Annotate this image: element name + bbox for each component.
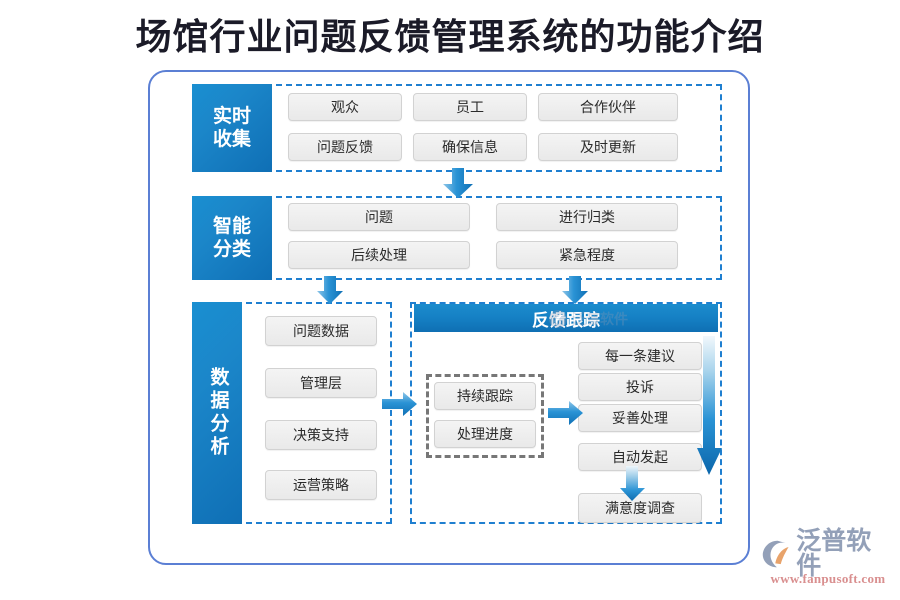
chip-collect-1[interactable]: 观众: [288, 93, 402, 121]
chip-analysis-1[interactable]: 问题数据: [265, 316, 377, 346]
section-classify-label-line1: 智能: [212, 215, 251, 237]
section-collect-label-line2: 收集: [212, 129, 251, 150]
arrow-right-group-to-stack: [548, 400, 584, 426]
chip-collect-2[interactable]: 员工: [413, 93, 527, 121]
brand-logo-icon: [762, 540, 789, 568]
chip-tracking-stack-3[interactable]: 妥善处理: [578, 404, 702, 432]
chip-collect-6[interactable]: 及时更新: [538, 133, 678, 161]
page-title: 场馆行业问题反馈管理系统的功能介绍: [135, 17, 765, 57]
chip-tracking-stack-1[interactable]: 每一条建议: [578, 342, 702, 370]
arrow-down-classify-to-tracking: [560, 276, 590, 304]
chip-collect-4[interactable]: 问题反馈: [288, 133, 402, 161]
arrow-down-auto-to-survey: [620, 466, 646, 502]
section-tracking-header: 反馈跟踪: [414, 304, 718, 332]
chip-tracking-stack-2[interactable]: 投诉: [578, 373, 702, 401]
brand-logo: 泛普软件 www.fanpusoft.com: [762, 529, 894, 590]
chip-collect-3[interactable]: 合作伙伴: [538, 93, 678, 121]
tracking-dashed-group-outline: [426, 374, 544, 458]
chip-collect-5[interactable]: 确保信息: [413, 133, 527, 161]
section-analysis-label-text: 数据分析: [207, 367, 229, 459]
chip-classify-3[interactable]: 后续处理: [288, 241, 470, 269]
chip-analysis-4[interactable]: 运营策略: [265, 470, 377, 500]
arrow-down-tracking-flow: [697, 336, 723, 476]
chip-tracking-stack-4[interactable]: 自动发起: [578, 443, 702, 471]
section-classify-label: 智能 分类: [192, 196, 272, 280]
chip-classify-1[interactable]: 问题: [288, 203, 470, 231]
section-classify-label-line2: 分类: [212, 239, 251, 260]
chip-analysis-2[interactable]: 管理层: [265, 368, 377, 398]
arrow-down-collect-to-classify: [441, 168, 475, 198]
arrow-down-classify-to-analysis: [315, 276, 345, 304]
section-tracking-outline: [410, 302, 722, 524]
chip-classify-4[interactable]: 紧急程度: [496, 241, 678, 269]
section-collect-label: 实时 收集: [192, 84, 272, 172]
chip-tracking-final[interactable]: 满意度调查: [578, 493, 702, 523]
chip-analysis-3[interactable]: 决策支持: [265, 420, 377, 450]
section-analysis-label: 数据分析: [192, 302, 242, 524]
brand-logo-name: 泛普软件: [796, 528, 872, 580]
brand-logo-url: www.fanpusoft.com: [770, 571, 886, 586]
chip-tracking-group-2[interactable]: 处理进度: [434, 420, 536, 448]
arrow-right-analysis-to-tracking: [382, 390, 418, 418]
chip-tracking-group-1[interactable]: 持续跟踪: [434, 382, 536, 410]
chip-classify-2[interactable]: 进行归类: [496, 203, 678, 231]
section-collect-label-line1: 实时: [212, 105, 251, 127]
